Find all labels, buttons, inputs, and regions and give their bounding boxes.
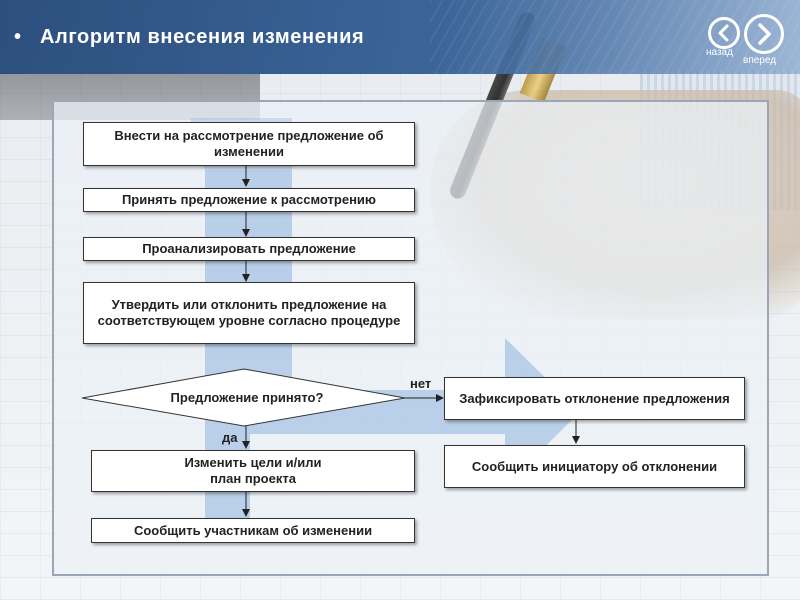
step-analyze-proposal: Проанализировать предложение [83,237,415,261]
big-flow-arrow [205,170,580,520]
decision-question: Предложение принято? [170,390,324,405]
edge-label-no: нет [410,376,432,391]
slide-header: • Алгоритм внесения изменения назад впер… [0,0,800,74]
step-submit-proposal: Внести на рассмотрение предложение об из… [83,122,415,166]
step-change-goals-plan: Изменить цели и/или план проекта [91,450,415,492]
title-bullet: • [14,26,22,48]
step-notify-initiator: Сообщить инициатору об отклонении [444,445,745,488]
step-approve-or-reject: Утвердить или отклонить предложение на с… [83,282,415,344]
slide-title: Алгоритм внесения изменения [40,26,365,48]
step-record-rejection: Зафиксировать отклонение предложения [444,377,745,420]
step-accept-for-review: Принять предложение к рассмотрению [83,188,415,212]
decision-diamond [81,368,406,427]
step-notify-participants: Сообщить участникам об изменении [91,518,415,543]
edge-label-yes: да [222,430,238,445]
